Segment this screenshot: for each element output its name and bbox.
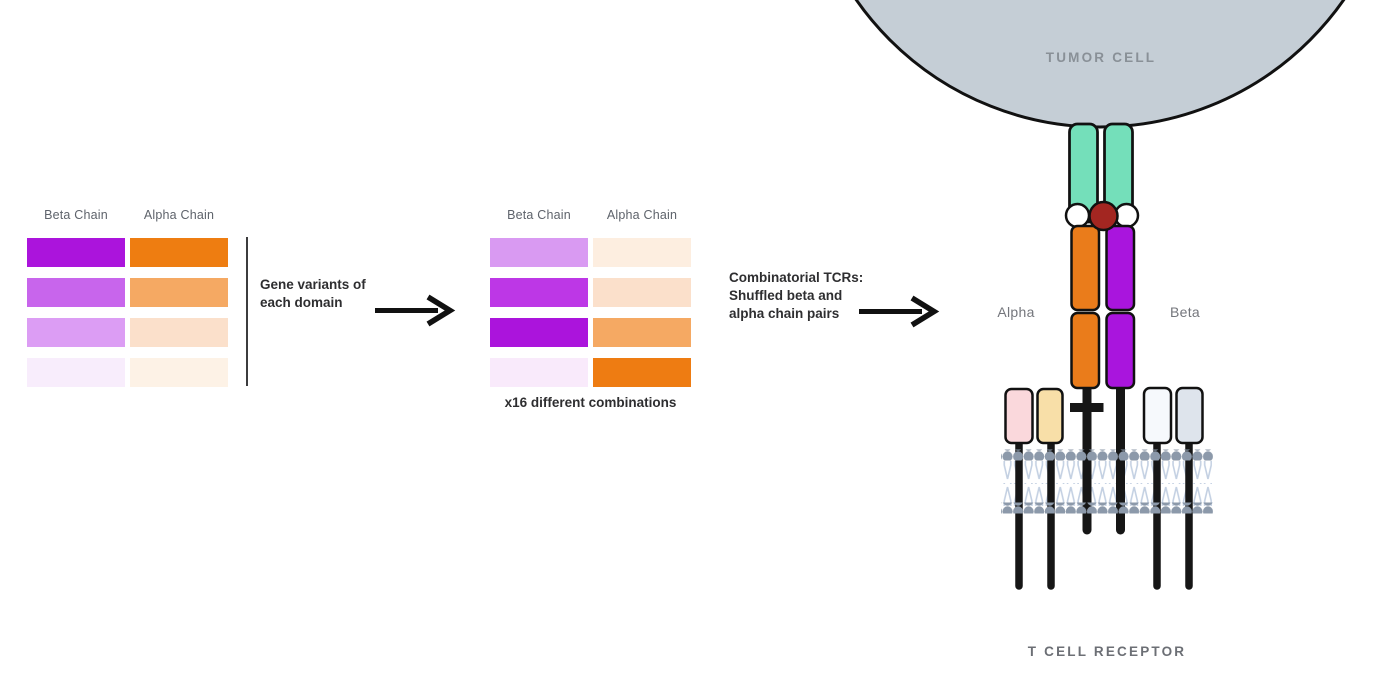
left-alpha-chain-header: Alpha Chain bbox=[143, 208, 215, 222]
antigen-peptide bbox=[1088, 200, 1119, 232]
middle-beta-chain-header: Beta Chain bbox=[507, 208, 571, 222]
alpha-chain-label: Alpha bbox=[997, 304, 1034, 320]
left-alpha-variant-bar-2 bbox=[130, 278, 228, 307]
alpha-chain-variable-domain bbox=[1070, 224, 1101, 312]
cd3-subunit-pink bbox=[1004, 387, 1034, 445]
beta-chain-constant-domain bbox=[1105, 311, 1136, 390]
gene-variants-line-1: Gene variants of bbox=[260, 277, 366, 292]
left-alpha-variant-bar-4 bbox=[130, 358, 228, 387]
combinations-caption: x16 different combinations bbox=[504, 395, 677, 410]
tumor-cell-shape bbox=[854, 0, 1346, 129]
middle-alpha-variant-bar-3 bbox=[593, 318, 691, 347]
left-beta-variant-bar-1 bbox=[27, 238, 125, 267]
combinatorial-line-3: alpha chain pairs bbox=[729, 306, 840, 321]
cd3-subunit-tan bbox=[1036, 387, 1064, 445]
beta-chain-label: Beta bbox=[1170, 304, 1200, 320]
left-beta-chain-header: Beta Chain bbox=[44, 208, 108, 222]
right-arrow-icon-2 bbox=[859, 295, 940, 328]
beta-chain-variable-domain bbox=[1105, 224, 1136, 312]
gene-variants-annotation: Gene variants of each domain bbox=[260, 276, 366, 312]
gene-variants-line-2: each domain bbox=[260, 295, 343, 310]
t-cell-receptor-label: T CELL RECEPTOR bbox=[1028, 644, 1187, 659]
cd3-subunit-gray bbox=[1175, 386, 1204, 445]
right-arrow-icon bbox=[375, 294, 456, 327]
middle-alpha-chain-header: Alpha Chain bbox=[606, 208, 678, 222]
middle-beta-variant-bar-2 bbox=[490, 278, 588, 307]
combinatorial-line-1: Combinatorial TCRs: bbox=[729, 270, 864, 285]
panel-divider-line bbox=[246, 237, 248, 386]
left-alpha-variant-bar-3 bbox=[130, 318, 228, 347]
left-beta-variant-bar-3 bbox=[27, 318, 125, 347]
middle-beta-variant-bar-3 bbox=[490, 318, 588, 347]
membrane-heads-top bbox=[1001, 449, 1213, 461]
combinatorial-line-2: Shuffled beta and bbox=[729, 288, 843, 303]
left-alpha-variant-bar-1 bbox=[130, 238, 228, 267]
membrane-heads-bottom bbox=[1001, 502, 1213, 514]
left-beta-variant-bar-2 bbox=[27, 278, 125, 307]
middle-alpha-variant-bar-2 bbox=[593, 278, 691, 307]
membrane-tails-top bbox=[1002, 461, 1212, 484]
tumor-cell-label: TUMOR CELL bbox=[1046, 50, 1157, 65]
middle-beta-variant-bar-4 bbox=[490, 358, 588, 387]
combinatorial-tcrs-annotation: Combinatorial TCRs: Shuffled beta and al… bbox=[729, 269, 863, 323]
middle-beta-variant-bar-1 bbox=[490, 238, 588, 267]
tcr-diagram: TUMOR CELL Alpha bbox=[854, 0, 1346, 659]
left-beta-variant-bar-4 bbox=[27, 358, 125, 387]
middle-alpha-variant-bar-1 bbox=[593, 238, 691, 267]
cd3-subunit-white bbox=[1142, 386, 1173, 445]
binding-notch-left bbox=[1064, 202, 1091, 229]
alpha-chain-constant-domain bbox=[1070, 311, 1101, 390]
middle-alpha-variant-bar-4 bbox=[593, 358, 691, 387]
